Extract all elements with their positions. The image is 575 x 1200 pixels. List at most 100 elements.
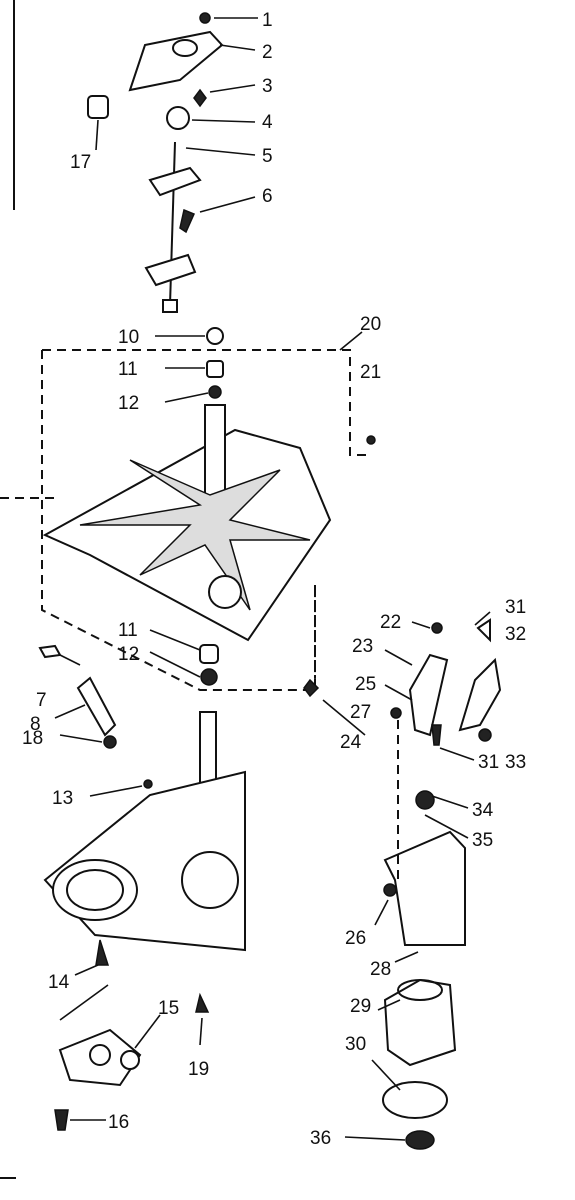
leader-lines bbox=[54, 17, 491, 1141]
part-30-pulley bbox=[382, 1081, 448, 1119]
callout-14: 14 bbox=[48, 972, 70, 993]
callout-15: 15 bbox=[158, 998, 179, 1019]
callout-12-lower: 12 bbox=[118, 644, 139, 665]
callout-23: 23 bbox=[352, 636, 373, 657]
callout-21: 21 bbox=[360, 362, 381, 383]
part-2-hub bbox=[172, 39, 198, 57]
leader-23 bbox=[384, 649, 413, 666]
leader-22 bbox=[411, 621, 431, 629]
leader-28 bbox=[394, 951, 419, 963]
part-34-nut bbox=[415, 790, 435, 810]
leader-34 bbox=[431, 795, 469, 809]
leader-12 bbox=[164, 392, 209, 403]
part-28-housing bbox=[383, 830, 466, 946]
leader-17 bbox=[95, 119, 99, 151]
pump-assembly bbox=[54, 1028, 142, 1131]
leader-3 bbox=[209, 84, 256, 93]
callout-16: 16 bbox=[108, 1112, 129, 1133]
leader-20 bbox=[339, 331, 363, 351]
leader-26 bbox=[374, 899, 389, 926]
callout-17: 17 bbox=[70, 152, 91, 173]
callout-4: 4 bbox=[262, 112, 273, 133]
callout-labels: 1 2 3 4 5 6 17 10 11 12 20 21 11 12 7 8 … bbox=[22, 10, 526, 1149]
part-26-nut bbox=[383, 883, 397, 897]
part-16-screw bbox=[54, 1109, 69, 1131]
callout-24: 24 bbox=[340, 732, 362, 753]
gearcase-assembly bbox=[43, 711, 246, 1013]
part-23-bracket bbox=[408, 653, 449, 737]
part-12-ring bbox=[208, 385, 222, 399]
drain-hub bbox=[208, 575, 242, 609]
part-2-bracket bbox=[128, 30, 224, 92]
callout-10: 10 bbox=[118, 327, 139, 348]
pump-port bbox=[89, 1044, 111, 1066]
leader-36 bbox=[344, 1136, 406, 1141]
part-13-nut bbox=[143, 779, 153, 789]
callout-25: 25 bbox=[355, 674, 376, 695]
leader-7 bbox=[59, 654, 81, 666]
callout-6: 6 bbox=[262, 186, 273, 207]
callout-35: 35 bbox=[472, 830, 493, 851]
leader-14 bbox=[74, 964, 99, 976]
part-21-nut bbox=[366, 435, 376, 445]
callout-1: 1 bbox=[262, 10, 273, 31]
callout-36: 36 bbox=[310, 1128, 331, 1149]
part-5-lower-plate bbox=[144, 253, 197, 287]
left-bracket-parts bbox=[38, 644, 117, 749]
part-11-spacer bbox=[206, 360, 224, 378]
callout-31-top: 31 bbox=[505, 597, 526, 618]
part-33-nut bbox=[478, 728, 492, 742]
callout-12: 12 bbox=[118, 393, 139, 414]
callout-11-lower: 11 bbox=[118, 620, 138, 641]
callout-18: 18 bbox=[22, 728, 43, 749]
callout-26: 26 bbox=[345, 928, 366, 949]
part-29-motor-top bbox=[397, 979, 443, 1001]
leader-15a bbox=[59, 984, 109, 1021]
leader-15b bbox=[134, 1014, 161, 1049]
part-29-motor bbox=[383, 978, 457, 1067]
callout-13: 13 bbox=[52, 788, 73, 809]
part-31-screw bbox=[431, 724, 442, 746]
part-17-bushing bbox=[87, 95, 109, 119]
callout-3: 3 bbox=[262, 76, 273, 97]
leader-30 bbox=[371, 1059, 401, 1091]
leader-31-top bbox=[474, 611, 491, 626]
callout-19: 19 bbox=[188, 1059, 209, 1080]
callout-7: 7 bbox=[36, 690, 47, 711]
part-4-washer bbox=[166, 106, 190, 130]
leader-2 bbox=[219, 44, 256, 51]
enclosure-20-side bbox=[41, 350, 316, 691]
part-5-tip bbox=[162, 299, 178, 313]
callout-5: 5 bbox=[262, 146, 273, 167]
leader-8 bbox=[54, 704, 86, 719]
callout-22: 22 bbox=[380, 612, 401, 633]
callout-31-bottom: 31 bbox=[478, 752, 499, 773]
pump-outlet bbox=[120, 1050, 140, 1070]
leader-19 bbox=[199, 1017, 203, 1046]
motor-assembly bbox=[382, 720, 466, 1150]
gear-pulley bbox=[52, 859, 138, 921]
leader-31-bottom bbox=[439, 747, 475, 761]
part-27-nut bbox=[390, 707, 402, 719]
leader-29 bbox=[377, 999, 401, 1011]
part-14-foot bbox=[95, 939, 110, 966]
callout-32: 32 bbox=[505, 624, 526, 645]
part-11-lower-spacer bbox=[199, 644, 219, 664]
part-1-nut bbox=[199, 12, 211, 24]
callout-11: 11 bbox=[118, 359, 138, 380]
part-19-screw bbox=[195, 992, 210, 1013]
callout-28: 28 bbox=[370, 959, 391, 980]
callout-20: 20 bbox=[360, 314, 381, 335]
gear-pulley-inner bbox=[66, 869, 124, 911]
leader-13 bbox=[89, 785, 143, 797]
part-5-upper-plate bbox=[148, 166, 202, 197]
callout-30: 30 bbox=[345, 1034, 366, 1055]
leader-11b bbox=[149, 629, 201, 651]
leader-5 bbox=[185, 147, 256, 156]
part-8-arm bbox=[76, 676, 117, 737]
leader-12b bbox=[149, 651, 201, 678]
part-6-screw bbox=[179, 208, 196, 234]
callout-34: 34 bbox=[472, 800, 494, 821]
leader-4 bbox=[191, 119, 256, 123]
